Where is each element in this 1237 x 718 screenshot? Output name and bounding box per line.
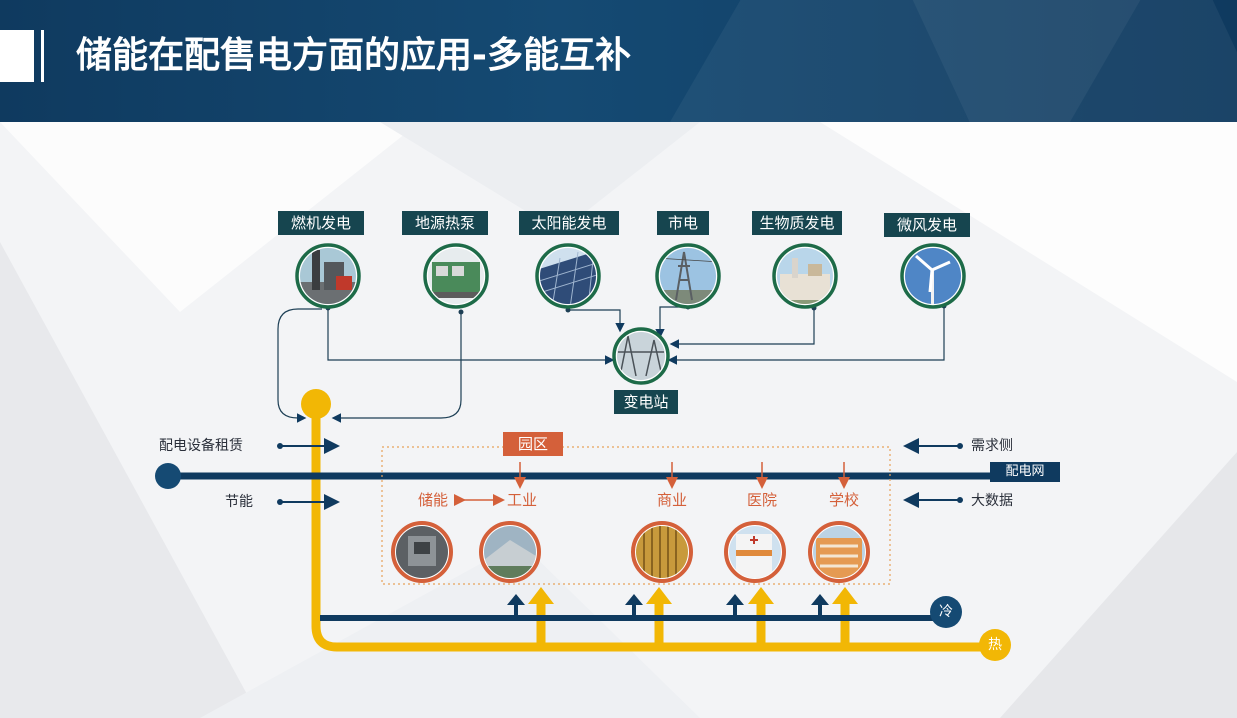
grid-start-node: [155, 463, 181, 489]
cold-node: [930, 596, 962, 628]
source-label-mains: 市电: [657, 211, 709, 235]
consumer-circle-school: [808, 521, 870, 583]
consumer-circle-storage: [391, 521, 453, 583]
page-title: 储能在配售电方面的应用-多能互补: [76, 35, 631, 76]
cold-label: 冷: [939, 604, 953, 620]
source-circle-heatpump: [423, 243, 489, 309]
right-service-arrows: [903, 438, 960, 508]
consumer-label-industry: 工业: [507, 491, 538, 509]
background: [0, 122, 1237, 718]
grid-label: 配电网: [990, 462, 1060, 482]
left-label-saving: 节能: [225, 494, 253, 510]
source-label-gas: 燃机发电: [278, 211, 364, 235]
left-arrow-tails: [277, 443, 283, 505]
heat-arrowheads: [528, 587, 858, 604]
park-label: 园区: [503, 432, 563, 456]
bg-facets: [0, 122, 1237, 718]
source-circle-biomass: [772, 243, 838, 309]
source-connectors: [277, 306, 945, 423]
right-arrow-tails: [957, 443, 963, 503]
consumer-circle-industry: [479, 521, 541, 583]
consumer-circle-hospital: [724, 521, 786, 583]
cold-risers: [514, 603, 822, 618]
park-drop-arrows: [514, 462, 850, 489]
heat-label: 热: [988, 637, 1002, 653]
heat-pipeline: [311, 400, 998, 652]
left-label-lease: 配电设备租赁: [159, 438, 243, 454]
source-circle-mains: [655, 243, 721, 309]
left-service-arrows: [280, 438, 340, 510]
connector-dots: [325, 303, 947, 315]
header-square: [0, 30, 34, 82]
consumer-label-storage: 储能: [418, 491, 449, 509]
right-label-demand: 需求侧: [971, 438, 1013, 454]
source-label-biomass: 生物质发电: [752, 211, 842, 235]
cold-arrowheads: [507, 594, 829, 605]
header-bar: [41, 30, 44, 82]
header-banner: 储能在配售电方面的应用-多能互补: [0, 0, 1237, 122]
source-label-solar: 太阳能发电: [519, 211, 619, 235]
consumer-label-school: 学校: [829, 491, 860, 509]
substation-circle: [612, 327, 670, 385]
chp-node: [301, 389, 331, 419]
consumer-circle-commerce: [631, 521, 693, 583]
consumer-label-hospital: 医院: [747, 491, 778, 509]
source-circle-gas: [295, 243, 361, 309]
consumer-label-commerce: 商业: [657, 491, 688, 509]
park-boundary: [381, 446, 891, 585]
substation-label: 变电站: [614, 390, 678, 414]
source-label-heatpump: 地源热泵: [402, 211, 488, 235]
right-label-bigdata: 大数据: [971, 493, 1013, 509]
heat-node: [979, 629, 1011, 661]
source-circle-wind: [900, 243, 966, 309]
source-label-wind: 微风发电: [884, 213, 970, 237]
source-circle-solar: [535, 243, 601, 309]
